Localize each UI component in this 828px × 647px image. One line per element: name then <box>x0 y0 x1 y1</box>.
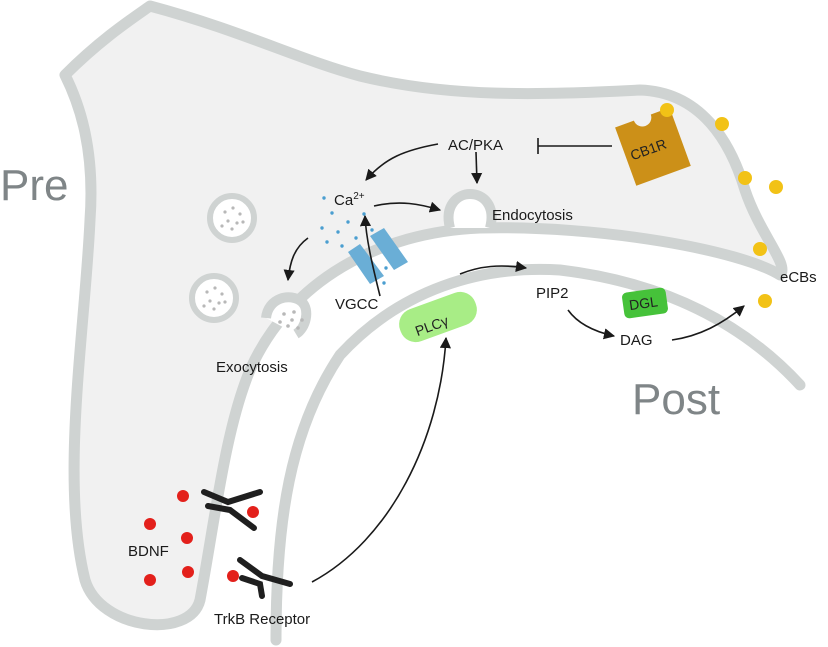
label-dgl: DGL <box>628 293 659 313</box>
trkb-receptor <box>201 489 293 599</box>
plcy-enzyme <box>399 291 477 343</box>
presynaptic-terminal <box>59 0 788 631</box>
label-vgcc: VGCC <box>335 296 379 313</box>
released-vesicle-dots <box>278 310 304 330</box>
label-ac-pka: AC/PKA <box>448 137 503 154</box>
label-bdnf: BDNF <box>128 543 169 560</box>
label-endocytosis: Endocytosis <box>492 207 573 224</box>
cb1r-receptor <box>615 107 691 186</box>
pathway-arrows <box>283 138 745 583</box>
exocytosis-vesicle <box>261 292 312 339</box>
postsynaptic-membrane <box>270 263 806 646</box>
ecb-dot <box>660 103 674 117</box>
dgl-enzyme <box>622 287 668 319</box>
label-dag: DAG <box>620 332 653 349</box>
label-pre: Pre <box>0 161 68 210</box>
endocytosis-pit <box>443 188 497 230</box>
label-calcium: Ca2+ <box>334 191 365 209</box>
label-ecbs: eCBs <box>780 269 817 286</box>
bdnf-dots <box>144 490 259 586</box>
label-post: Post <box>632 375 720 424</box>
label-exocytosis: Exocytosis <box>216 359 288 376</box>
synaptic-vesicle <box>207 193 257 243</box>
calcium-ions <box>320 196 388 285</box>
ecb-dots <box>715 117 783 308</box>
label-pip2: PIP2 <box>536 285 569 302</box>
label-trkb-receptor: TrkB Receptor <box>214 611 310 628</box>
synaptic-vesicle <box>189 273 239 323</box>
